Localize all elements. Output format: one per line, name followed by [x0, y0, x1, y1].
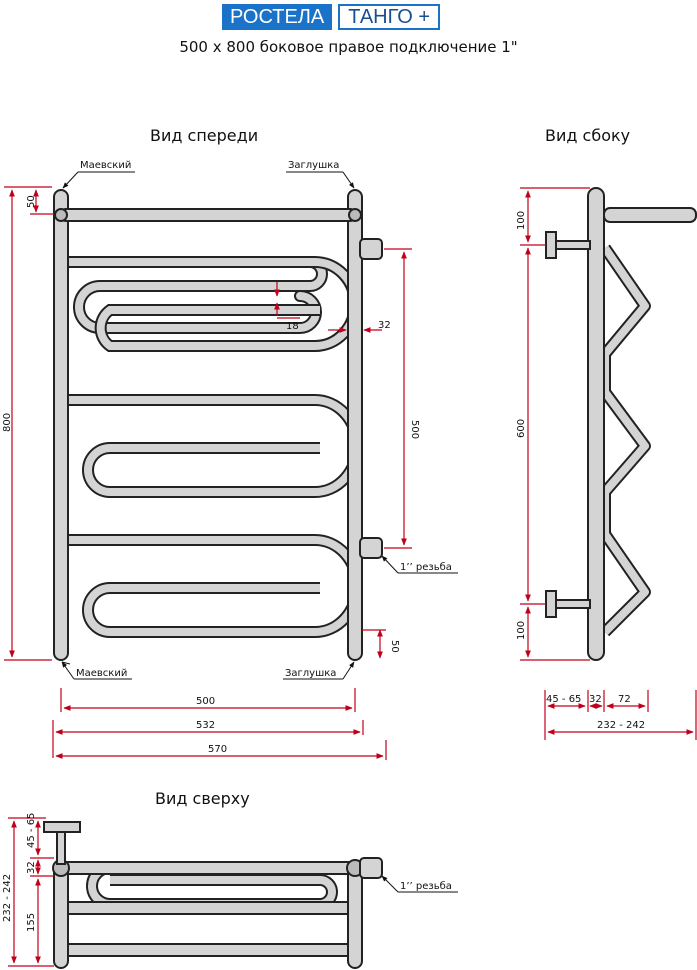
top-bar-2: [59, 901, 357, 915]
front-right-post: [347, 189, 363, 661]
top-bar-1: [59, 861, 357, 875]
side-lower-bracket-plate: [545, 590, 557, 618]
dim-front-axis-width: 500: [196, 696, 215, 707]
model-name: ТАНГО +: [338, 4, 441, 30]
dim-front-top-offset: 50: [26, 195, 37, 208]
dim-front-outer-width: 532: [196, 720, 215, 731]
dim-front-height: 800: [2, 413, 13, 432]
dim-front-bend-gap: 18: [286, 321, 299, 332]
side-view: 100 600 100 45 - 65 32 72 232 - 242: [516, 187, 697, 740]
front-upper-connection: [359, 238, 383, 260]
front-coils: [68, 256, 363, 638]
front-view-title: Вид спереди: [150, 126, 259, 145]
top-right-post: [347, 861, 363, 969]
side-view-title: Вид сбоку: [545, 126, 631, 145]
front-view: Маевский Заглушка Маевский Заглушка 1’’ …: [2, 160, 458, 760]
dim-side-pipe: 32: [589, 694, 602, 705]
dim-front-connection-offset: 32: [378, 320, 391, 331]
dim-side-wall-distance: 45 - 65: [546, 694, 581, 705]
dim-top-inner: 155: [26, 913, 37, 932]
front-top-right-cap: [348, 208, 362, 222]
page-subtitle: 500 x 800 боковое правое подключение 1": [179, 38, 518, 56]
front-left-post: [53, 189, 69, 661]
label-mayevsky-top: Маевский: [80, 160, 131, 171]
top-connection: [359, 857, 383, 879]
side-top-shelf: [603, 207, 697, 223]
side-dimensions: [520, 187, 697, 740]
top-view: 1’’ резьба 232 - 242 45 - 65 32 155: [2, 813, 458, 969]
dim-front-bottom-offset: 50: [389, 640, 400, 653]
front-lower-connection: [359, 537, 383, 559]
brand-logo: РОСТЕЛА ТАНГО +: [222, 4, 441, 30]
dim-top-wall-distance: 45 - 65: [26, 813, 37, 848]
side-lower-bracket-rod: [555, 599, 591, 609]
dim-front-total-width: 570: [208, 744, 227, 755]
front-dimensions: [4, 186, 412, 760]
dim-side-top-offset: 100: [516, 211, 527, 230]
brand-name: РОСТЕЛА: [222, 4, 333, 30]
top-bracket-plate: [43, 821, 81, 833]
top-view-title: Вид сверху: [155, 789, 250, 808]
label-plug-top: Заглушка: [288, 160, 339, 171]
top-left-post: [53, 861, 69, 969]
top-bracket-rod: [56, 831, 66, 865]
label-mayevsky-bottom: Маевский: [76, 668, 127, 679]
dim-top-total-depth: 232 - 242: [2, 874, 13, 922]
dim-side-total-depth: 232 - 242: [597, 720, 645, 731]
side-post: [587, 187, 605, 661]
dim-side-shelf: 72: [618, 694, 631, 705]
front-top-left-cap: [54, 208, 68, 222]
side-upper-bracket-plate: [545, 231, 557, 259]
top-bar-3: [59, 943, 357, 957]
dim-top-pipe: 32: [26, 861, 37, 874]
top-dimensions: [8, 817, 54, 967]
label-thread-top: 1’’ резьба: [400, 881, 452, 892]
label-plug-bottom: Заглушка: [285, 668, 336, 679]
front-top-bar: [59, 208, 357, 222]
side-zigzag-fill: [601, 245, 649, 635]
dim-side-bottom-offset: 100: [516, 621, 527, 640]
label-thread-front: 1’’ резьба: [400, 562, 452, 573]
side-upper-bracket-rod: [555, 240, 591, 250]
dim-front-connection-distance: 500: [409, 420, 420, 439]
dim-side-middle: 600: [516, 419, 527, 438]
